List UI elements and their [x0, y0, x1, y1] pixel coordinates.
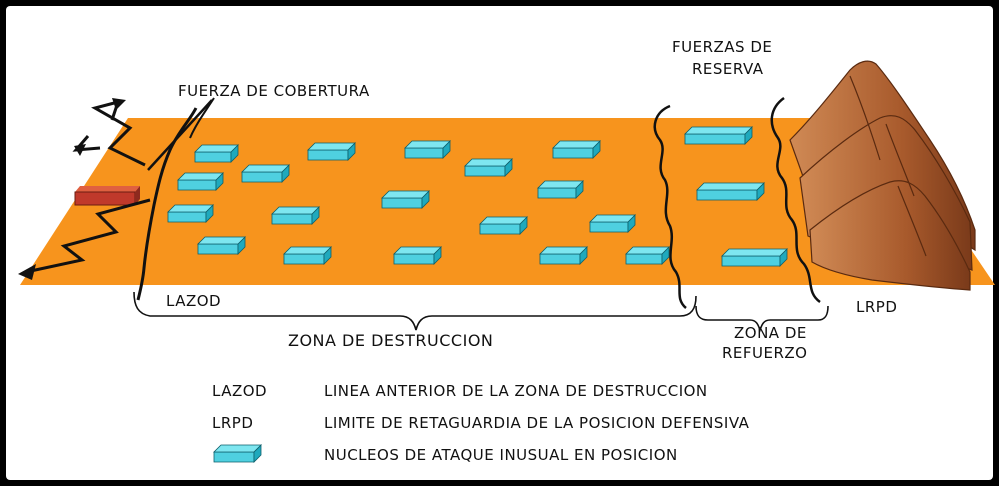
defense-block: [589, 214, 636, 233]
reinforcement-front-line: [653, 104, 687, 309]
defense-block: [696, 182, 765, 201]
defense-blocks: [167, 126, 788, 267]
defense-block: [479, 216, 528, 235]
defense-block: [539, 246, 588, 265]
cover-force-arrows: [25, 100, 151, 274]
terrain-plane: [20, 118, 995, 285]
defense-block: [167, 204, 214, 223]
defense-block: [464, 158, 513, 177]
enemy-block: [74, 186, 140, 206]
defense-block: [283, 246, 332, 265]
legend-desc-lrpd: LIMITE DE RETAGUARDIA DE LA POSICION DEF…: [324, 414, 750, 432]
arrowheads: [18, 98, 126, 280]
reinforcement-zone-bracket: [695, 305, 829, 333]
defense-block: [393, 246, 442, 265]
defense-block: [404, 140, 451, 159]
defense-block: [197, 236, 246, 255]
reserve-force-label-2: RESERVA: [692, 60, 764, 78]
defense-block: [307, 142, 356, 161]
defense-block: [194, 144, 239, 163]
reinforcement-zone-label-1: ZONA DE: [734, 324, 807, 342]
cover-force-label: FUERZA DE COBERTURA: [178, 82, 370, 100]
defense-block: [625, 246, 670, 265]
destruction-zone-label: ZONA DE DESTRUCCION: [288, 331, 493, 350]
defense-block: [537, 180, 584, 199]
defense-block: [381, 190, 430, 209]
destruction-zone-bracket: [133, 291, 697, 331]
legend-desc-lazod: LINEA ANTERIOR DE LA ZONA DE DESTRUCCION: [324, 382, 708, 400]
mountains: [789, 60, 976, 291]
block-icon: [213, 444, 262, 463]
defense-block: [241, 164, 290, 183]
legend: LAZOD LINEA ANTERIOR DE LA ZONA DE DESTR…: [212, 382, 750, 464]
legend-desc-block: NUCLEOS DE ATAQUE INUSUAL EN POSICION: [324, 446, 678, 464]
lazod-label: LAZOD: [166, 292, 221, 310]
cover-force-arrow: [147, 99, 213, 171]
legend-key-lrpd: LRPD: [212, 414, 253, 432]
defense-block: [271, 206, 320, 225]
defense-block: [684, 126, 753, 145]
lrpd-line: [770, 96, 821, 304]
defense-block: [552, 140, 601, 159]
block-icon-shape: [213, 444, 262, 463]
defense-block: [177, 172, 224, 191]
legend-key-lazod: LAZOD: [212, 382, 267, 400]
lrpd-label: LRPD: [856, 298, 897, 316]
reserve-force-label-1: FUERZAS DE: [672, 38, 772, 56]
reinforcement-zone-label-2: REFUERZO: [722, 344, 808, 362]
defense-block: [721, 248, 788, 267]
